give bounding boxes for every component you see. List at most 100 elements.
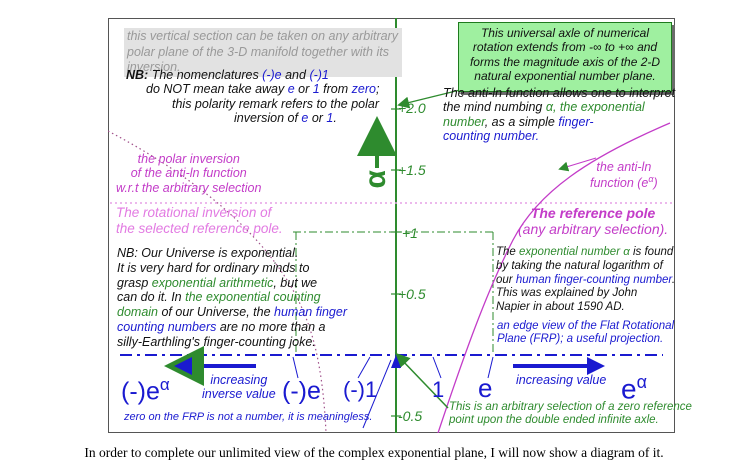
anti-ln-description: The anti-ln function allows one to inter… <box>443 86 675 144</box>
exp-l3a: our <box>496 273 516 286</box>
edge-view-note: an edge view of the Flat Rotational Plan… <box>497 320 674 346</box>
rotational-inversion-l2: the selected reference pole. <box>116 220 283 236</box>
increasing-inverse-l2: inverse value <box>202 387 276 402</box>
exp-l3c: . <box>671 273 676 286</box>
anti-ln-function-label: the anti-ln function (eα) <box>590 160 658 191</box>
alpha-label: α <box>358 170 392 189</box>
left-blue-arrowhead <box>174 357 192 375</box>
exponential-plane-diagram <box>108 18 673 433</box>
reference-pole-l1: The reference pole <box>530 205 656 221</box>
left-exponential-label: (-)eα <box>121 375 170 406</box>
nb2-l3b: exponential arithmetic <box>151 275 274 290</box>
nb2-l5a: domain <box>117 305 158 319</box>
nb2-l4a: can do it. In <box>117 290 186 305</box>
arrow-to-curve <box>558 157 597 172</box>
section-banner: this vertical section can be taken on an… <box>124 28 402 77</box>
anti-ln-label-sup: α <box>648 174 654 185</box>
nb1-line2-a: do NOT mean take away <box>146 82 288 97</box>
polar-inversion-label: the polar inversion of the anti-ln funct… <box>116 152 261 195</box>
nb1-line2-or: or <box>294 82 313 97</box>
one-label: 1 <box>432 377 445 402</box>
exp-l1a: The <box>496 246 520 258</box>
nb2-l5b: of our Universe, the <box>158 305 275 319</box>
polar-inversion-l2: of the anti-ln function <box>130 166 247 181</box>
tick-label-1: +1 <box>402 225 418 241</box>
pointer-neg-1 <box>357 356 371 379</box>
tick-label-neg-0-5: -0.5 <box>398 408 423 424</box>
anti-ln-label-end: ) <box>653 176 658 191</box>
nb1-and: and <box>281 68 310 82</box>
tick-label-0-5: +0.5 <box>398 286 426 302</box>
nb1-line4-or: or <box>308 111 327 126</box>
anti-ln-l2b: α, the exponential <box>545 100 645 115</box>
nb1-line2-from: from <box>319 82 352 97</box>
pointer-zero <box>362 359 392 429</box>
nb2-l3a: grasp <box>117 275 152 290</box>
reference-pole-label: The reference pole (any arbitrary select… <box>518 205 668 237</box>
exp-l5: Napier in about 1590 AD. <box>496 301 625 314</box>
arbitrary-note-l1: This is an arbitrary selection of a zero… <box>449 401 692 413</box>
nb1-line4-one: 1 <box>326 111 334 126</box>
nb-nomenclature-note: NB: The nomenclatures (-)e and (-)1 do N… <box>122 68 379 126</box>
edge-view-l1: an edge view of the Flat Rotational <box>497 320 675 332</box>
anti-ln-label-l1: the anti-ln <box>596 160 652 174</box>
zero-note: zero on the FRP is not a number, it is m… <box>124 411 373 423</box>
left-exp-sup: α <box>159 375 170 394</box>
nb1-line2-semi: ; <box>375 82 380 97</box>
nb2-l6a: counting numbers <box>117 319 217 334</box>
nb2-l2: It is very hard for ordinary minds to <box>117 260 310 275</box>
nb-universe-note: NB: Our Universe is exponential. It is v… <box>117 246 347 349</box>
nb1-line2-e: e <box>287 82 295 97</box>
nb1-text-a: The nomenclatures <box>148 68 263 82</box>
tick-label-2-0: +2.0 <box>398 100 426 116</box>
reference-pole-l2: (any arbitrary selection). <box>518 221 669 238</box>
nb2-l3c: , but we <box>273 275 318 290</box>
exponential-number-note: The exponential number α is found by tak… <box>496 246 675 315</box>
universal-axle-box: This universal axle of numerical rotatio… <box>458 22 672 92</box>
nb-label: NB: <box>126 68 149 82</box>
anti-ln-l1: The anti-ln function allows one to inter… <box>443 86 676 100</box>
rotational-inversion-label: The rotational inversion of the selected… <box>116 205 283 236</box>
nb2-l6b: are no more than a <box>216 319 326 334</box>
nb1-neg-e: (-)e <box>262 68 282 82</box>
nb1-line4-e: e <box>301 111 309 126</box>
nb1-neg-1: (-)1 <box>309 68 329 82</box>
exp-l4: This was explained by John <box>496 287 638 300</box>
neg-one-label: (-)1 <box>343 377 378 402</box>
anti-ln-l3a: number <box>443 114 485 129</box>
nb1-line3: this polarity remark refers to the polar <box>172 96 380 111</box>
arrow-to-zero <box>394 352 449 409</box>
pointer-neg-e <box>292 356 299 379</box>
nb1-line2-one: 1 <box>312 82 320 97</box>
nb2-l4b: the exponential counting <box>185 290 321 305</box>
edge-view-l2: Plane (FRP); a useful projection. <box>497 333 664 346</box>
universal-axle-text: This universal axle of numerical rotatio… <box>469 26 661 84</box>
nb2-l1: NB: Our Universe is exponential. <box>117 246 299 260</box>
arrow-to-axis <box>397 89 461 109</box>
anti-ln-l4: counting number. <box>443 129 540 144</box>
nb1-line4-a: inversion of <box>234 111 302 126</box>
increasing-value-label: increasing value <box>516 373 607 387</box>
tick-label-1-5: +1.5 <box>398 162 426 178</box>
nb2-l5c: human finger <box>274 305 347 319</box>
polar-inversion-l3: w.r.t the arbitrary selection <box>116 180 262 195</box>
e-label: e <box>478 373 493 403</box>
increasing-inverse-label: increasing inverse value <box>202 373 276 402</box>
polar-inversion-curve <box>108 130 327 433</box>
nb2-l7: silly-Earthling's finger-counting joke. <box>117 334 316 349</box>
right-exp-base: e <box>621 373 637 405</box>
anti-ln-l3b: , as a simple <box>484 114 559 129</box>
anti-ln-l2a: the mind numbing <box>443 100 546 115</box>
page-caption: In order to complete our unlimited view … <box>84 445 664 460</box>
nb1-line4-dot: . <box>333 111 337 126</box>
anti-ln-label-l2: function (e <box>590 176 649 191</box>
left-exp-base: (-)e <box>121 377 160 406</box>
right-blue-arrowhead <box>587 357 605 375</box>
pointer-one <box>432 356 442 379</box>
polar-inversion-l1: the polar inversion <box>137 152 240 166</box>
exp-l2: by taking the natural logarithm of <box>496 259 663 272</box>
rotational-inversion-l1: The rotational inversion of <box>116 205 272 220</box>
exp-l3b: human finger-counting number <box>515 273 672 286</box>
anti-ln-curve <box>437 122 671 433</box>
zero-point-marker <box>391 355 401 368</box>
